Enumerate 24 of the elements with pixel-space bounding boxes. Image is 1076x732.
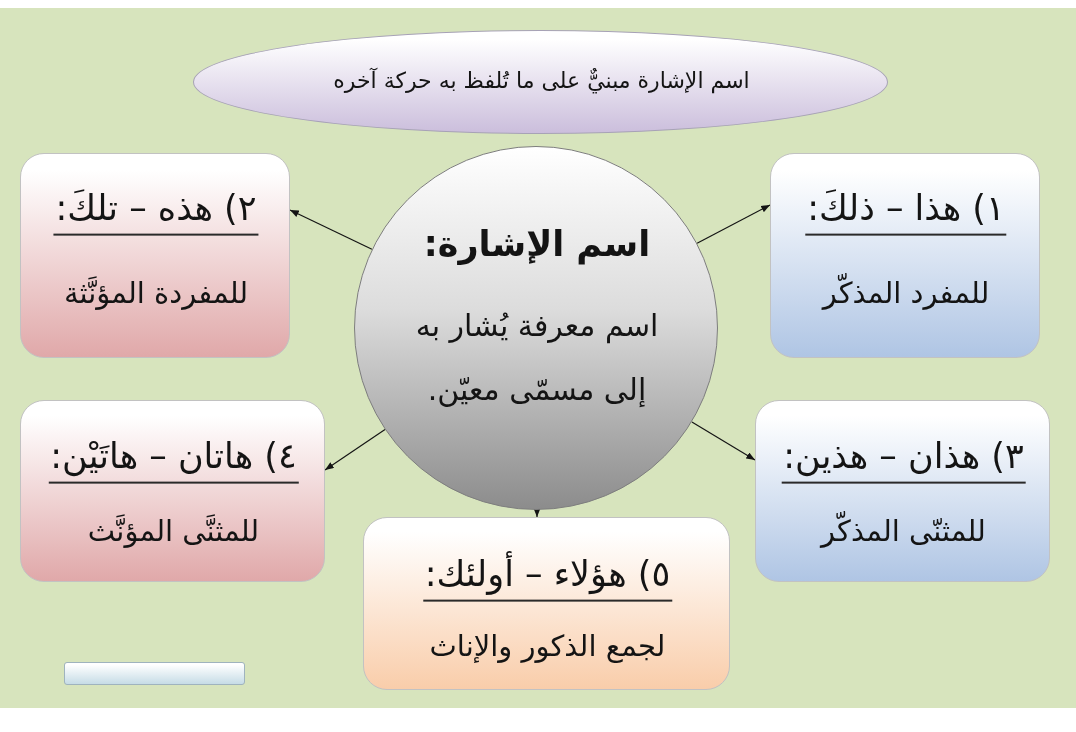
box-heading: ٢) هذه – تلكَ: [53,186,259,236]
rounded-box [363,517,730,690]
rounded-box [770,153,1040,358]
box-heading: ٤) هاتان – هاتَيْن: [48,434,299,484]
rounded-box [20,400,325,582]
box-heading: ٣) هذان – هذين: [781,434,1026,484]
box-text: للمفرد المذكّر [822,274,990,312]
box-text: للمفردة المؤنَّثة [63,274,249,312]
box-text: لجمع الذكور والإناث [429,627,666,665]
box-heading: ٥) هؤلاء – أولئك: [422,552,673,602]
circle-heading: اسم الإشارة: [423,223,651,267]
rounded-box [755,400,1050,582]
box-text: للمثنّى المذكّر [821,512,986,550]
banner-text: اسم الإشارة مبنيٌّ على ما تُلفظ به حركة آخره [333,67,750,95]
box-heading: ١) هذا – ذلكَ: [805,186,1007,236]
arrow [533,508,541,518]
rounded-bar [64,662,245,685]
rounded-box [20,153,290,358]
box-text: للمثنَّى المؤنَّث [87,512,260,550]
arrow [289,209,373,250]
circle-text: اسم معرفة يُشار به إلى مسمّى معيّن. [414,307,660,409]
arrow [691,421,756,461]
arrow [324,429,386,471]
arrow [696,204,771,244]
